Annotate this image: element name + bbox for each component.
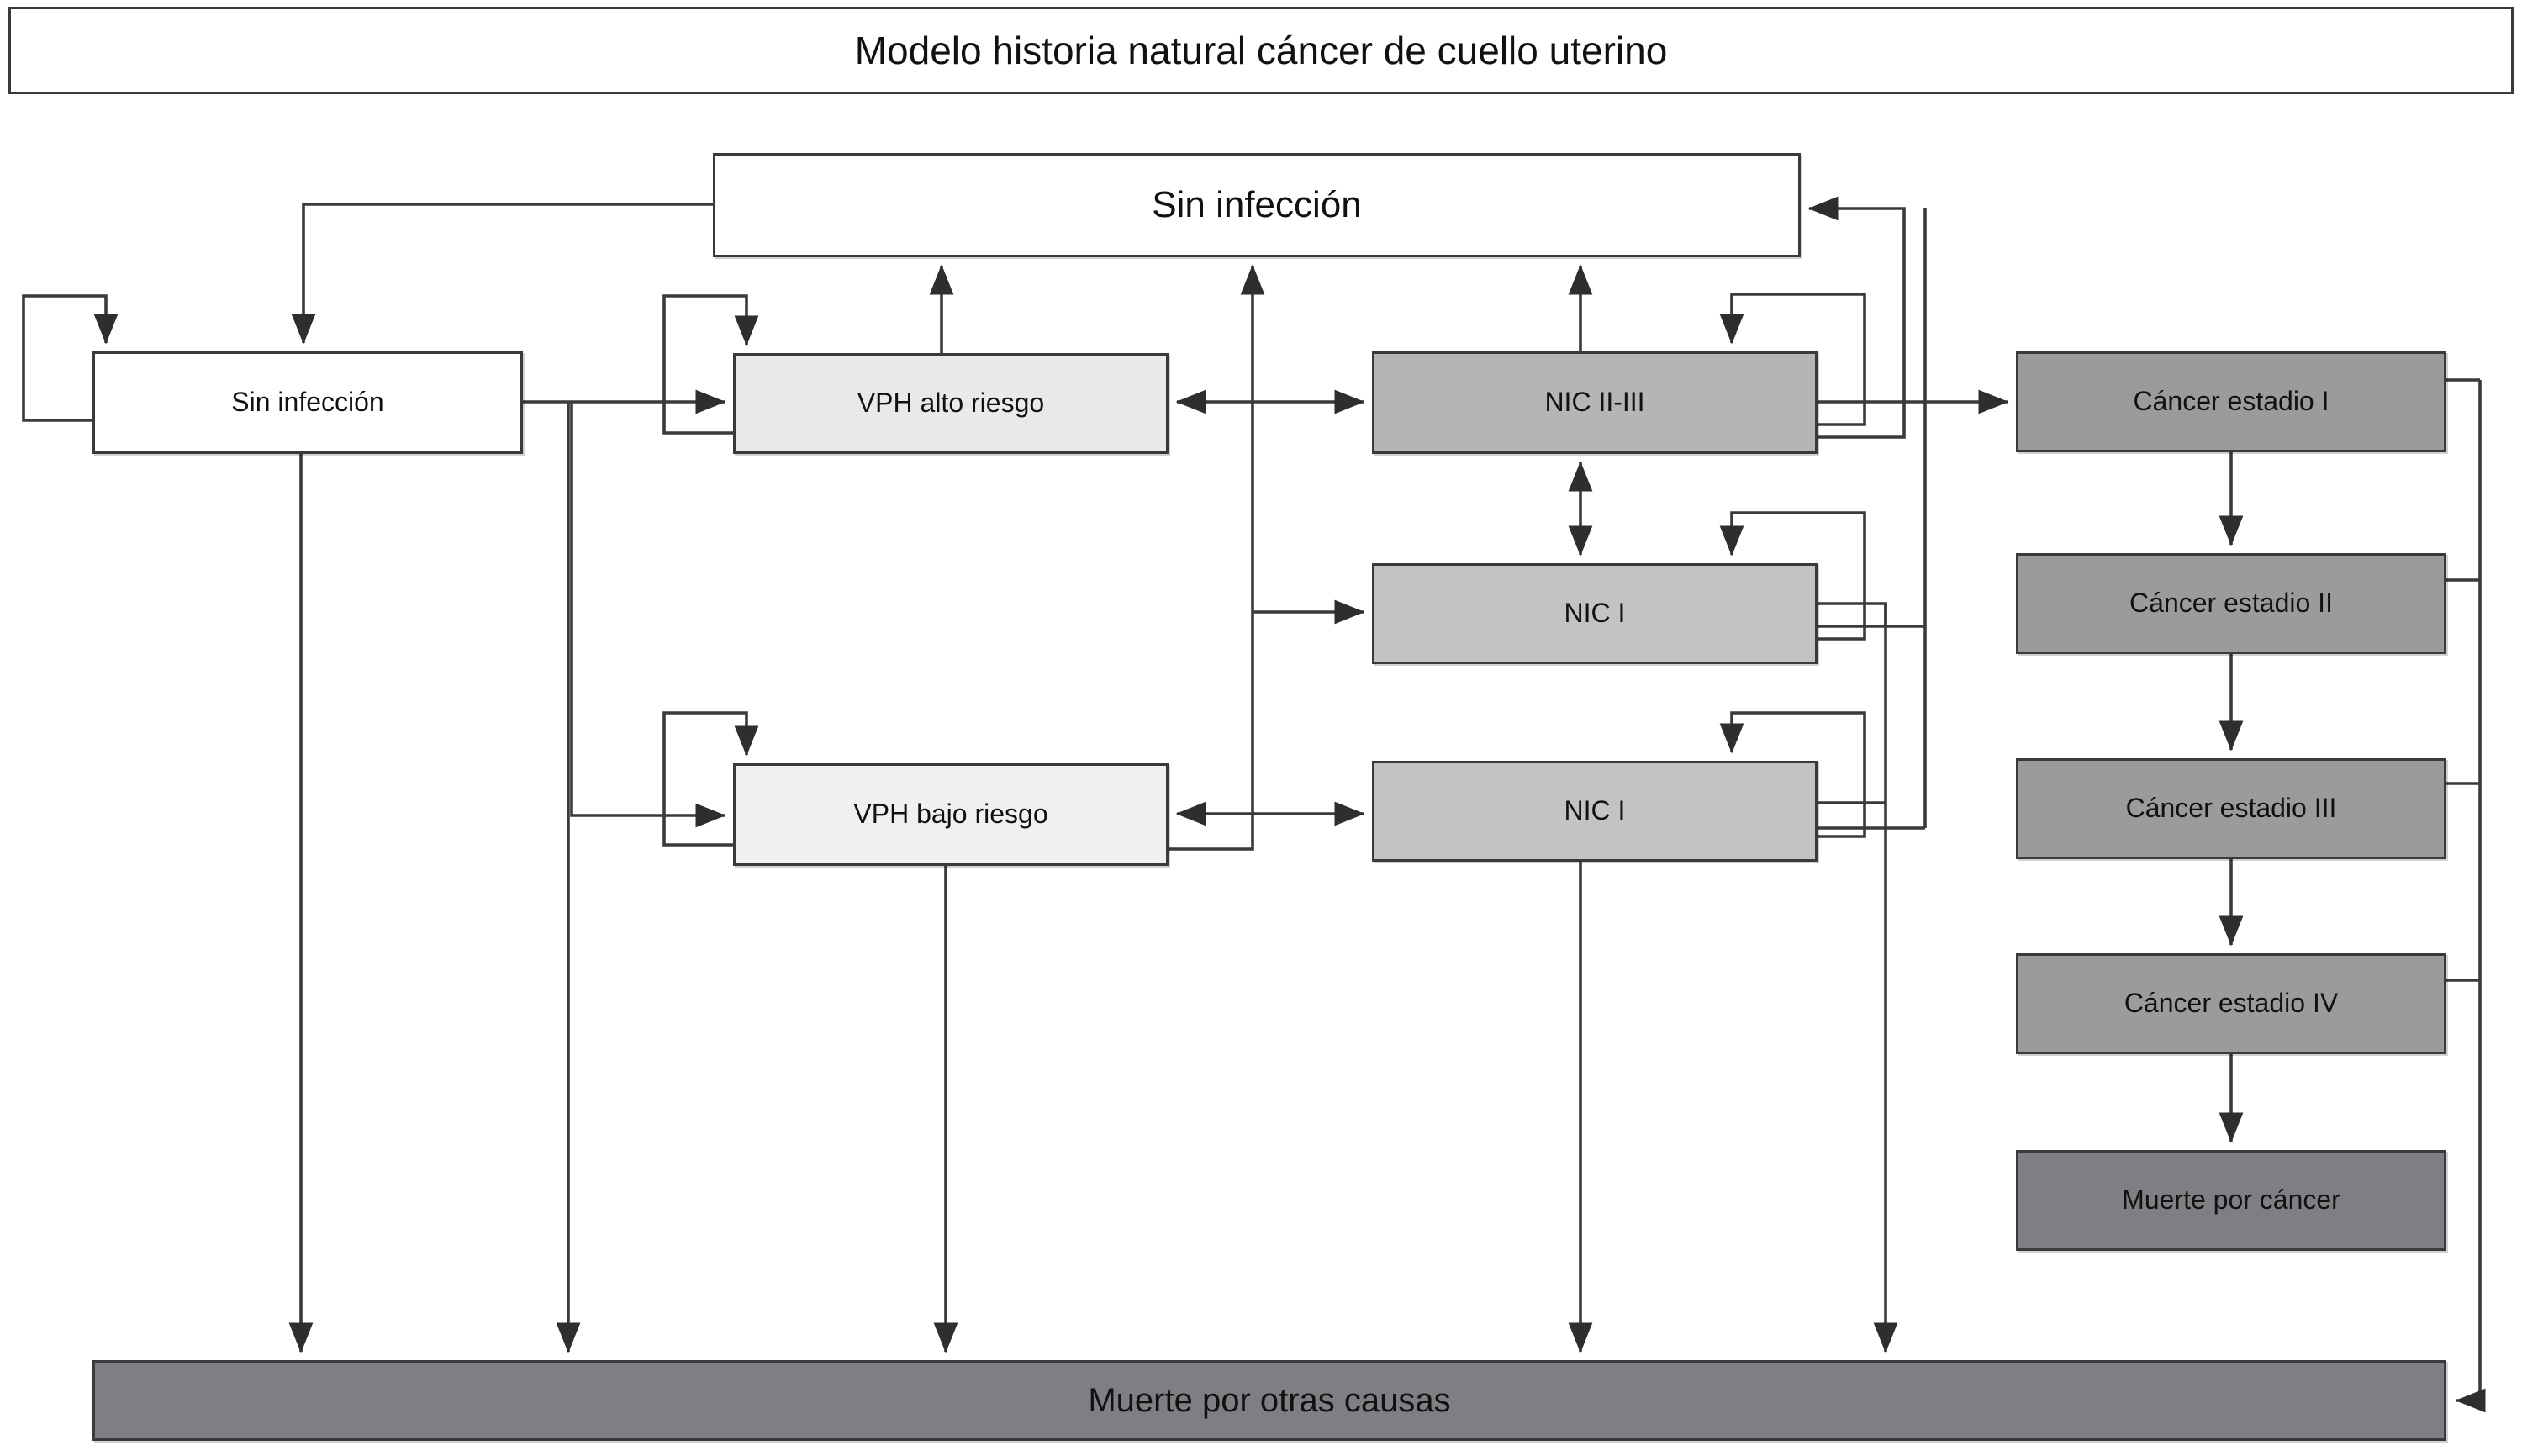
node-label: Cáncer estadio IV [2124,988,2339,1019]
edge-vph-bajo-to-sininfeccion [1169,264,1265,851]
edge-nic1-low-selfloop [1719,711,1866,838]
node-cancer-estadio-ii[interactable]: Cáncer estadio II [2016,553,2446,654]
node-cancer-estadio-i[interactable]: Cáncer estadio I [2016,351,2446,452]
node-label: NIC I [1564,598,1626,629]
node-muerte-por-cancer[interactable]: Muerte por cáncer [2016,1150,2446,1251]
node-cancer-estadio-iv[interactable]: Cáncer estadio IV [2016,953,2446,1054]
node-nic-i-low[interactable]: NIC I [1372,761,1818,862]
node-label: Muerte por otras causas [1088,1382,1451,1419]
node-label: Sin infección [231,387,384,418]
node-label: VPH bajo riesgo [853,799,1048,830]
node-vph-bajo-riesgo[interactable]: VPH bajo riesgo [733,763,1169,866]
edge-nic1-mid-to-bus [1818,602,1887,626]
node-nic-ii-iii[interactable]: NIC II-III [1372,351,1818,454]
node-label: NIC I [1564,795,1626,826]
page-title: Modelo historia natural cáncer de cuello… [854,28,1668,72]
node-label: VPH alto riesgo [857,388,1045,419]
node-label: Cáncer estadio I [2133,386,2329,417]
edge-sininfeccion-selfloop [22,294,119,422]
node-sin-infeccion-top[interactable]: Sin infección [713,153,1801,257]
diagram-title-box: Modelo historia natural cáncer de cuello… [8,7,2514,94]
edge-nic1-mid-selfloop [1719,511,1866,641]
edge-sininfeccion-to-vph-bajo [570,402,726,828]
node-muerte-otras-causas[interactable]: Muerte por otras causas [92,1360,2446,1441]
node-label: Sin infección [1152,183,1362,225]
edge-vph-bajo-selfloop [662,711,759,847]
node-label: Cáncer estadio II [2129,588,2333,619]
edge-vph-alto-selfloop [662,294,759,435]
node-cancer-estadio-iii[interactable]: Cáncer estadio III [2016,758,2446,859]
edge-top-to-left-sininfeccion [291,203,713,345]
node-label: NIC II-III [1544,387,1645,418]
node-nic-i-mid[interactable]: NIC I [1372,563,1818,664]
node-sin-infeccion-left[interactable]: Sin infección [92,351,523,454]
node-label: Muerte por cáncer [2122,1184,2340,1216]
edge-rightbus-to-death [2455,380,2486,1413]
edge-nic2-3-selfloop [1719,293,1866,426]
edge-nic2-3-return-to-top [1807,196,1906,439]
node-label: Cáncer estadio III [2125,793,2337,824]
node-vph-alto-riesgo[interactable]: VPH alto riesgo [733,353,1169,454]
